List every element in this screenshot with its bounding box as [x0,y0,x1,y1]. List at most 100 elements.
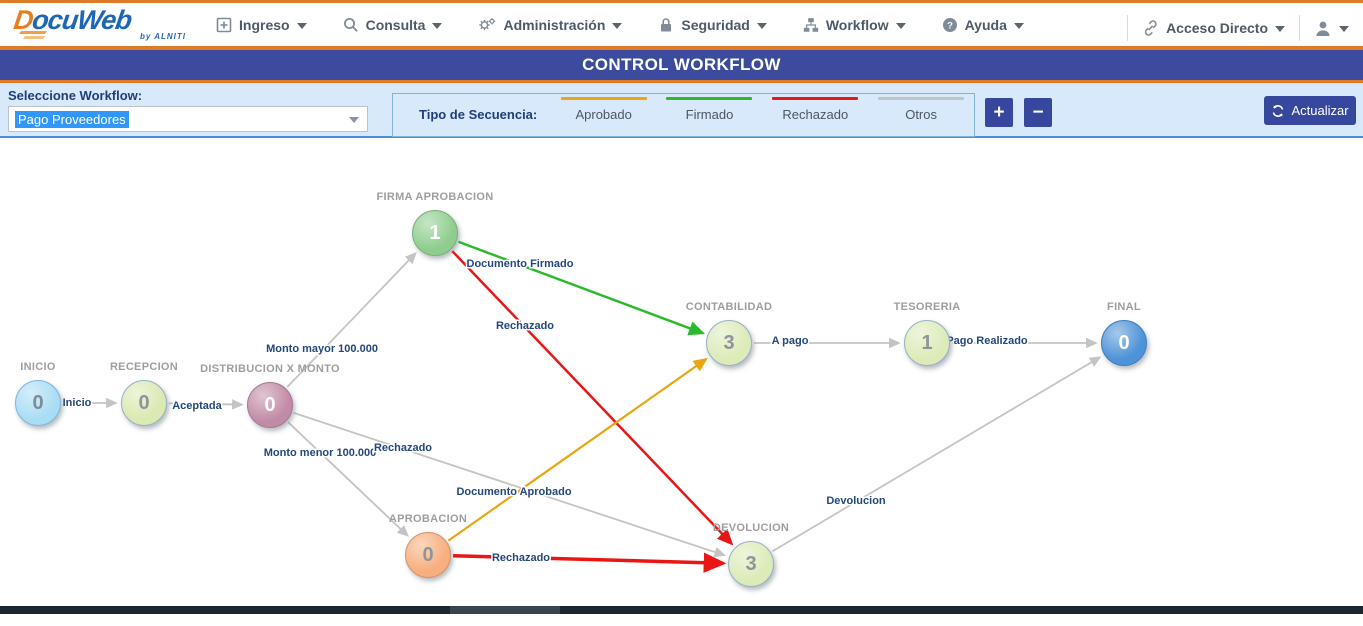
workflow-node-aprobacion[interactable]: 0 [405,532,451,578]
node-label-contabilidad: CONTABILIDAD [685,301,773,313]
edge-label-distribucion-firma: Monto mayor 100.000 [266,343,378,355]
edge-label-tesoreria-final: Pago Realizado [946,335,1028,347]
edge-label-firma-contabilidad: Documento Firmado [467,258,574,270]
top-navbar: DocuWeb by ALNITI Ingreso Consulta Admin… [0,0,1363,50]
logo-swoosh [22,36,46,39]
page-title: CONTROL WORKFLOW [582,55,781,74]
node-label-devolucion: DEVOLUCION [712,522,790,534]
chevron-down-icon [612,22,623,29]
chevron-down-icon [895,22,906,29]
edge-distribucion-devolucion [293,411,727,558]
chevron-down-icon [1275,26,1285,32]
edge-aprobacion-devolucion [452,552,727,573]
legend-label: Otros [905,107,937,122]
user-menu[interactable] [1314,20,1349,37]
legend-item-rechazado: Rechazado [762,94,868,136]
legend-item-firmado: Firmado [657,94,763,136]
workflow-node-inicio[interactable]: 0 [15,380,61,426]
svg-text:?: ? [947,20,953,31]
gears-icon [479,17,496,30]
menu-item-administracion[interactable]: Administración [478,16,623,33]
question-circle-icon: ? [942,17,957,32]
edge-aprobacion-contabilidad [447,357,708,542]
edge-label-devolucion-final: Devolucion [826,495,886,507]
menu-label: Seguridad [681,16,750,33]
menu-label: Workflow [825,16,889,33]
legend-title: Tipo de Secuencia: [419,107,538,122]
lock-icon [661,17,672,31]
edge-firma-devolucion [451,250,734,546]
menu-label: Consulta [365,16,426,33]
chevron-down-icon [349,117,359,123]
workflow-selected-value: Pago Proveedores [15,110,129,128]
workflow-select[interactable]: Pago Proveedores [8,106,368,132]
refresh-button[interactable]: Actualizar [1264,96,1356,125]
edge-recepcion-distribucion [168,399,244,410]
link-icon [1144,20,1157,36]
logo-subtext: by ALNITI [139,32,186,41]
chevron-down-icon [1339,26,1349,32]
rechazado-color-line [772,97,859,100]
legend-label: Rechazado [782,107,849,122]
chevron-down-icon [296,22,307,29]
logo-text: DocuWeb [11,5,134,35]
menu-item-ayuda[interactable]: ? Ayuda [942,17,1024,33]
workflow-node-firma[interactable]: 1 [412,210,458,256]
page-title-bar: CONTROL WORKFLOW [0,50,1363,83]
chevron-down-icon [756,22,767,29]
chevron-down-icon [432,22,443,29]
main-menu: Ingreso Consulta Administración Segurida… [216,17,1024,33]
workflow-node-devolucion[interactable]: 3 [728,541,774,587]
docuweb-logo[interactable]: DocuWeb by ALNITI [11,5,204,51]
workflow-node-distribucion[interactable]: 0 [247,382,293,428]
menu-item-workflow[interactable]: Workflow [803,17,906,33]
workflow-node-final[interactable]: 0 [1101,320,1147,366]
refresh-label: Actualizar [1291,103,1349,118]
aprobado-color-line [560,97,647,100]
node-label-recepcion: RECEPCION [109,361,179,373]
edge-distribucion-aprobacion [287,421,409,537]
edge-label-firma-devolucion: Rechazado [496,320,554,332]
menu-label: Ingreso [239,16,290,33]
edge-label-inicio-recepcion: Inicio [63,397,92,409]
scrollbar-thumb[interactable] [450,606,560,614]
menu-label: Ayuda [964,16,1007,33]
node-label-distribucion: DISTRIBUCION X MONTO [200,363,340,375]
navbar-right: Acceso Directo [1127,3,1349,53]
workflow-node-tesoreria[interactable]: 1 [904,320,950,366]
menu-label: Administración [503,16,606,33]
edge-label-aprobacion-devolucion: Rechazado [492,552,550,564]
node-label-final: FINAL [1107,301,1141,313]
node-label-tesoreria: TESORERIA [893,301,961,313]
plus-square-icon [216,17,232,32]
bottom-scrollbar[interactable] [0,606,1363,614]
legend-label: Firmado [685,107,734,122]
workflow-node-recepcion[interactable]: 0 [121,380,167,426]
edge-label-recepcion-distribucion: Aceptada [172,400,222,412]
workflow-node-contabilidad[interactable]: 3 [706,320,752,366]
otros-color-line [878,97,965,100]
edge-devolucion-final [772,356,1102,553]
menu-item-ingreso[interactable]: Ingreso [216,17,307,33]
zoom-in-button[interactable]: + [985,98,1013,127]
search-icon [343,17,358,32]
menu-item-consulta[interactable]: Consulta [343,17,443,33]
menu-item-seguridad[interactable]: Seguridad [658,16,767,33]
legend-label: Aprobado [575,107,632,122]
edge-label-aprobacion-contabilidad: Documento Aprobado [456,486,571,498]
refresh-icon [1273,104,1284,117]
menu-item-acceso-directo[interactable]: Acceso Directo [1142,20,1285,36]
zoom-out-button[interactable]: − [1024,98,1052,127]
divider [1299,15,1300,41]
edge-label-distribucion-aprobacion: Monto menor 100.000 [264,447,376,459]
chevron-down-icon [1013,22,1024,29]
user-icon [1316,21,1330,36]
edge-distribucion-firma [286,251,417,388]
node-label-inicio: INICIO [20,361,56,373]
node-label-aprobacion: APROBACION [388,513,468,525]
sitemap-icon [803,17,819,32]
legend-item-otros: Otros [868,94,974,136]
